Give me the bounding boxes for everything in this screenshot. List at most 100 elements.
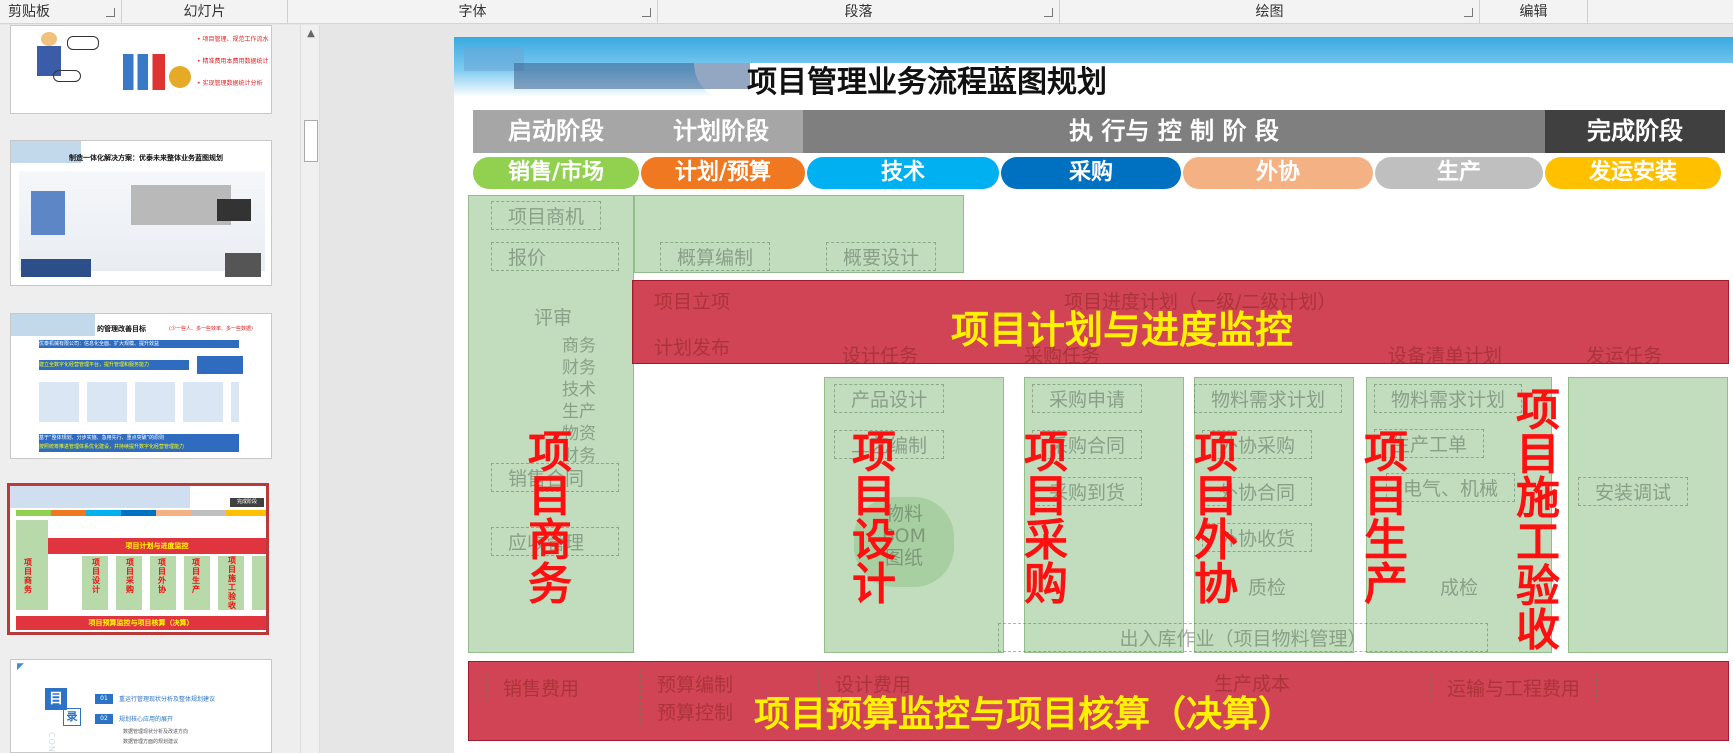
step-opportunity: 项目商机: [491, 201, 602, 230]
step-quotation: 报价: [491, 242, 619, 271]
thumb-bullet: 数据管理现状分析及改进方向: [123, 729, 189, 735]
diagram-preview: [21, 259, 91, 277]
area-purchasing[interactable]: [1024, 377, 1184, 653]
thumb-phase-right: 完成阶段: [230, 498, 264, 507]
ribbon-group-clipboard[interactable]: 剪贴板: [0, 0, 122, 24]
diagram-preview: [31, 191, 65, 235]
slide-canvas[interactable]: 项目管理业务流程蓝图规划 启动阶段 计划阶段 执 行与 控 制 阶 段 完成阶段…: [454, 37, 1733, 753]
ribbon-group-editing[interactable]: 编辑: [1480, 0, 1588, 24]
label-project-business: 项目商务: [528, 427, 572, 610]
step-equipment-list: 设备清单计划: [1388, 345, 1503, 367]
step-final-inspection: 成检: [1440, 577, 1479, 599]
step-work-order: 生产工单: [1374, 429, 1485, 458]
dept-sales: 销售/市场: [473, 157, 639, 189]
scroll-up-arrow-icon[interactable]: ▲: [307, 28, 315, 39]
thumb-num: 01: [95, 694, 113, 704]
step-purchase-contract: 采购合同: [1032, 430, 1143, 459]
thumb-label: 项目设计: [92, 558, 100, 594]
growth-chart-icon: [123, 54, 165, 90]
step-design-task: 设计任务: [842, 345, 919, 367]
dept-production: 生产: [1375, 157, 1543, 189]
thumb-contents-word: CONTENTS: [47, 732, 56, 752]
phase-execute: 执 行与 控 制 阶 段: [803, 110, 1545, 153]
ribbon-group-paragraph[interactable]: 段落: [658, 0, 1060, 24]
step-quality-check: 质检: [1248, 577, 1287, 599]
step-outsource-receipt: 外协收货: [1202, 523, 1313, 552]
label-project-purchasing: 项目采购: [1024, 427, 1068, 610]
area-outsourcing[interactable]: [1194, 377, 1354, 653]
thumbnail-scrollbar[interactable]: ▲: [300, 25, 320, 753]
review-roles: 商务 财务 技术 生产 物资 财务: [562, 336, 596, 466]
area-business[interactable]: [468, 195, 634, 653]
dept-outsourcing: 外协: [1183, 157, 1373, 189]
slide-thumbnail-5[interactable]: ◤ 目 录 CONTENTS 01 重运行管理现状分析及整体规划建议 02 规划…: [10, 659, 272, 753]
dept-purchasing: 采购: [1001, 157, 1181, 189]
thumb-num: 02: [95, 714, 113, 724]
slide-thumbnail-2[interactable]: 制造一体化解决方案：优泰未来整体业务蓝图规划: [10, 140, 272, 286]
thumb-contents-mu: 目: [45, 688, 67, 710]
dialog-launcher-icon[interactable]: [106, 8, 115, 17]
ribbon-group-label: 绘图: [1255, 4, 1284, 20]
diagram-preview: [39, 382, 239, 422]
coins-icon: [169, 66, 191, 88]
step-receivables: 应收管理: [491, 527, 619, 556]
slide-thumbnail-3[interactable]: 的管理改善目标 (少一些人、多一些效率、多一些数据) 优泰机械有限公司：信息化全…: [10, 313, 272, 459]
step-product-design: 产品设计: [834, 384, 945, 413]
speech-bubble: [67, 36, 99, 50]
redacted-logo: [10, 486, 190, 508]
step-review: 评审: [534, 307, 573, 329]
step-project-initiation: 项目立项: [654, 291, 731, 313]
area-installation[interactable]: [1568, 377, 1728, 653]
ribbon-group-slides[interactable]: 幻灯片: [122, 0, 288, 24]
diagram-preview: [225, 253, 261, 277]
step-material-requirement-2: 物料需求计划: [1374, 384, 1523, 413]
dialog-launcher-icon[interactable]: [1044, 8, 1053, 17]
step-material-requirement-1: 物料需求计划: [1194, 384, 1343, 413]
dept-planning: 计划/预算: [641, 157, 805, 189]
step-estimate: 概算编制: [660, 242, 771, 271]
scrollbar-thumb[interactable]: [304, 120, 318, 162]
ribbon-group-label: 字体: [458, 4, 487, 20]
thumb-text: • 精准费用本费用数据统计: [197, 58, 269, 65]
slide-thumbnail-pane[interactable]: • 项目管理、规范工作流水 • 精准费用本费用数据统计 • 实现管理数据统计分析…: [0, 25, 300, 753]
dialog-launcher-icon[interactable]: [1464, 8, 1473, 17]
slide-thumbnail-1[interactable]: • 项目管理、规范工作流水 • 精准费用本费用数据统计 • 实现管理数据统计分析: [10, 25, 272, 114]
band-plan-progress[interactable]: [632, 280, 1729, 364]
ribbon-group-drawing[interactable]: 绘图: [1060, 0, 1480, 24]
thumb-band: 建立全数字化经营管理平台，提升管理和服务能力: [39, 360, 189, 370]
diagram-preview: [131, 185, 231, 225]
thumb-band: 优泰机械有限公司：信息化全面、扩大规模、提升效益: [39, 340, 239, 348]
cost-design: 设计费用: [818, 669, 929, 698]
cost-transport-engineering: 运输与工程费用: [1430, 673, 1598, 702]
thumb-green-area: [16, 520, 48, 610]
step-purchase-task: 采购任务: [1024, 345, 1101, 367]
area-planning-top[interactable]: [634, 195, 964, 273]
thumb-green-area: [82, 556, 266, 610]
label-project-installation: 项目施工验收: [1516, 385, 1560, 656]
step-process-planning: 工艺编制: [834, 430, 945, 459]
speech-bubble: [53, 70, 81, 82]
twitter-bird-icon: ◤: [17, 662, 24, 672]
step-sales-contract: 销售合同: [491, 463, 619, 492]
ribbon-group-bar: 剪贴板 幻灯片 字体 段落 绘图 编辑: [0, 0, 1733, 24]
cost-sales: 销售费用: [486, 673, 597, 702]
diagram-preview: [217, 199, 251, 221]
phase-start: 启动阶段: [473, 110, 639, 153]
cost-production: 生产成本: [1214, 673, 1291, 695]
title-banner-curve: [694, 63, 1733, 101]
area-design[interactable]: [824, 377, 1004, 653]
step-install-commission: 安装调试: [1578, 477, 1689, 506]
thumb-top-band: 项目计划与进度监控: [48, 538, 266, 554]
thumb-bottom-band: 项目预算监控与项目核算（决算）: [16, 616, 266, 630]
slide-thumbnail-4-selected[interactable]: 完成阶段 项目计划与进度监控 项目商务 项目设计 项目采购 项目外协 项目生产 …: [7, 483, 269, 635]
thumb-item: 重运行管理现状分析及整体规划建议: [119, 696, 216, 703]
thumb-text: • 实现管理数据统计分析: [197, 80, 263, 87]
step-purchase-request: 采购申请: [1032, 384, 1143, 413]
area-production[interactable]: [1366, 377, 1552, 653]
label-project-outsourcing: 项目外协: [1194, 427, 1238, 610]
step-plan-release: 计划发布: [654, 337, 731, 359]
thumb-label: 项目商务: [24, 558, 32, 594]
ribbon-group-font[interactable]: 字体: [288, 0, 658, 24]
label-project-design: 项目设计: [852, 427, 896, 610]
dialog-launcher-icon[interactable]: [642, 8, 651, 17]
